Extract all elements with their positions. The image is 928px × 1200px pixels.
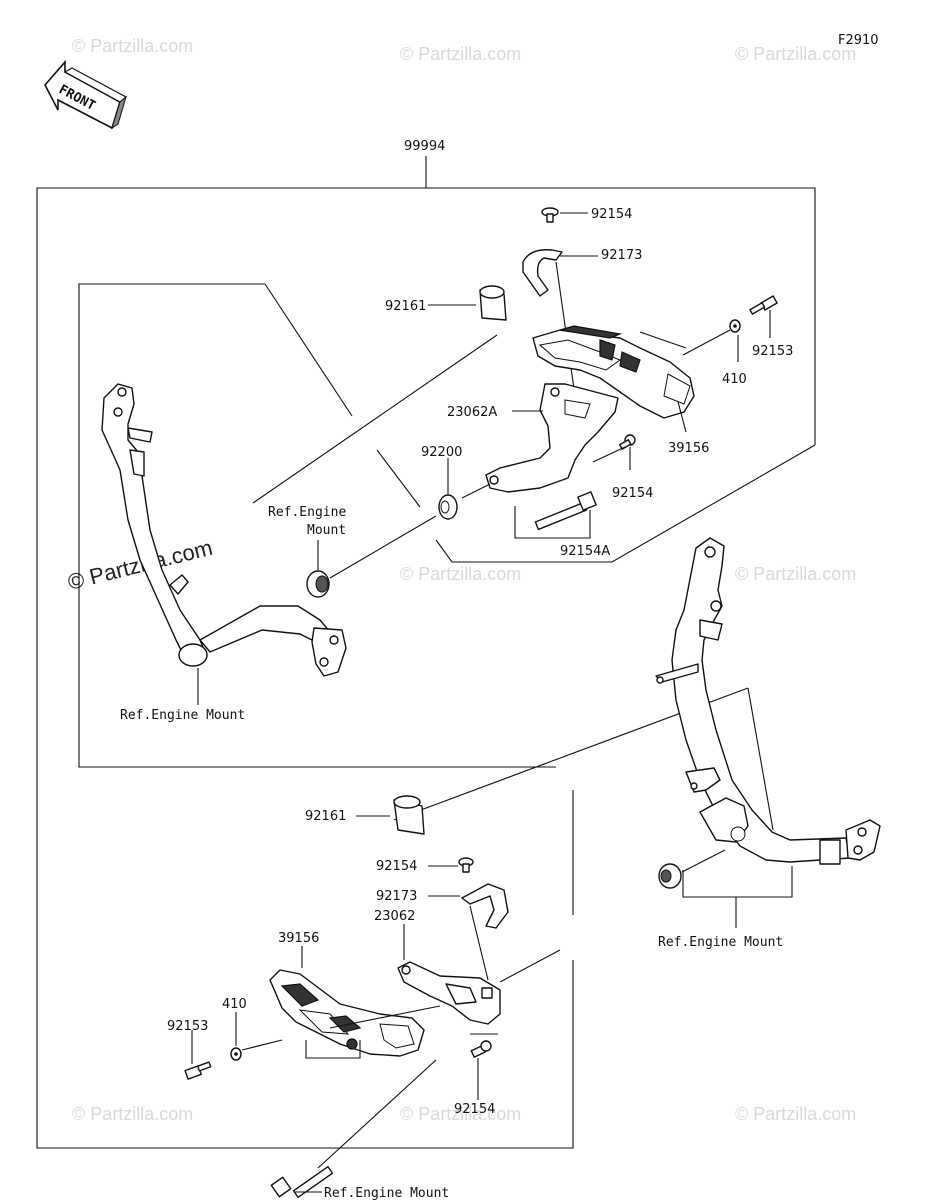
assembly-number: 99994 <box>404 139 445 154</box>
watermark: © Partzilla.com <box>72 1104 193 1124</box>
part-410-top: 410 <box>722 372 747 387</box>
clamp-92173-bottom <box>461 883 509 929</box>
part-410-bottom: 410 <box>222 997 247 1012</box>
part-92173-bottom: 92173 <box>376 889 417 904</box>
collar-92161-top <box>479 285 507 321</box>
engine-mount-rubber-right <box>658 863 682 889</box>
part-39156-bottom: 39156 <box>278 931 319 946</box>
part-92200: 92200 <box>421 445 462 460</box>
watermark: © Partzilla.com <box>72 36 193 56</box>
part-92153-top: 92153 <box>752 344 793 359</box>
watermark: © Partzilla.com <box>400 44 521 64</box>
part-92173-top: 92173 <box>601 248 642 263</box>
part-23062: 23062 <box>374 909 415 924</box>
part-92154-top: 92154 <box>591 207 632 222</box>
screw-92154-mid <box>618 434 636 450</box>
part-23062A: 23062A <box>447 405 497 420</box>
part-92154A: 92154A <box>560 544 610 559</box>
bracket-23062 <box>397 961 501 1025</box>
bracket-23062A <box>485 383 619 493</box>
washer-410-bottom <box>230 1047 242 1061</box>
part-92154-bottom-2: 92154 <box>454 1102 495 1117</box>
washer-410-top <box>729 319 741 333</box>
figure-code: F2910 <box>838 33 879 48</box>
part-92161-bottom: 92161 <box>305 809 346 824</box>
bolt-92153-top <box>749 295 778 315</box>
watermark: © Partzilla.com <box>735 44 856 64</box>
screw-92154-bottom-1 <box>458 857 474 873</box>
clamp-92173-top <box>522 249 563 297</box>
frame-slider-39156-bottom <box>269 969 425 1057</box>
front-arrow-icon: FRONT <box>44 59 128 130</box>
part-92161-top: 92161 <box>385 299 426 314</box>
washer-92200 <box>438 494 458 520</box>
ref-engine-mount-bottom: Ref.Engine Mount <box>324 1186 449 1200</box>
collar-92161-bottom <box>393 795 425 835</box>
watermark: © Partzilla.com <box>735 564 856 584</box>
frame-slider-39156-top <box>532 325 695 419</box>
part-92154-mid: 92154 <box>612 486 653 501</box>
bolt-92153-bottom <box>184 1061 212 1080</box>
engine-mount-rubber-top <box>306 570 330 598</box>
ref-engine-mount-left-1: Ref.Engine <box>268 505 346 520</box>
watermark: © Partzilla.com <box>400 1104 521 1124</box>
watermark: © Partzilla.com <box>400 564 521 584</box>
part-92153-bottom: 92153 <box>167 1019 208 1034</box>
bolt-engine-mount-bottom <box>270 1165 334 1199</box>
engine-guard-left <box>101 383 347 677</box>
bolt-92154A <box>534 491 597 531</box>
part-39156-top: 39156 <box>668 441 709 456</box>
ref-engine-mount-right: Ref.Engine Mount <box>658 935 783 950</box>
screw-92154-top <box>541 207 559 223</box>
ref-engine-mount-lower-left: Ref.Engine Mount <box>120 708 245 723</box>
watermark: © Partzilla.com <box>735 1104 856 1124</box>
screw-92154-bottom-2 <box>470 1040 492 1058</box>
ref-engine-mount-left-2: Mount <box>307 523 346 538</box>
part-92154-bottom-1: 92154 <box>376 859 417 874</box>
engine-guard-right <box>655 537 881 865</box>
